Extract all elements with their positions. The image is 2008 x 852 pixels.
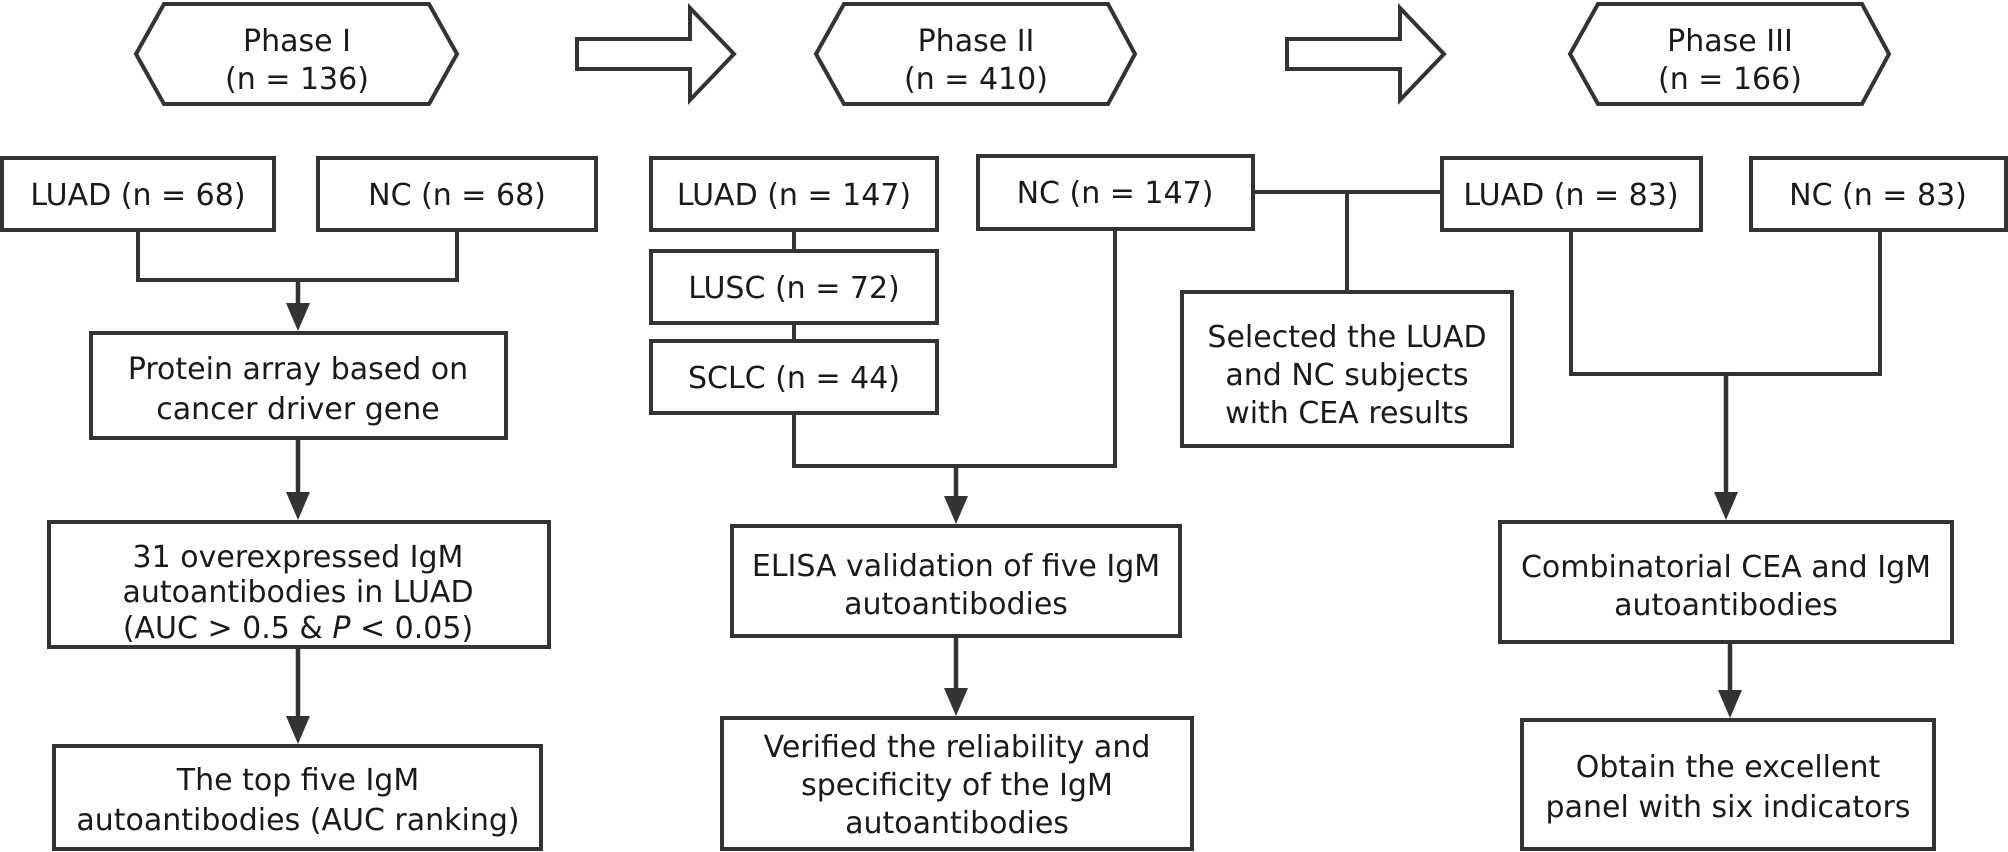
phase-2-luad-label: LUAD (n = 147) (677, 178, 911, 213)
phase-1-luad-label: LUAD (n = 68) (30, 178, 245, 213)
selected-line-2: and NC subjects (1225, 358, 1468, 393)
overexpressed-line-1: 31 overexpressed IgM (133, 540, 464, 575)
phase-1-header: Phase I (n = 136) (133, 2, 460, 106)
top-five-line-1: The top five IgM (176, 763, 419, 798)
phase-2-nc-label: NC (n = 147) (1017, 176, 1214, 211)
phase-1-nc-label: NC (n = 68) (368, 178, 546, 213)
sclc-box: SCLC (n = 44) (649, 339, 939, 415)
protein-array-line-2: cancer driver gene (156, 392, 439, 427)
protein-array-line-1: Protein array based on (128, 352, 468, 387)
overexpressed-line-3: (AUC > 0.5 & P < 0.05) (123, 611, 473, 646)
verified-line-3: autoantibodies (845, 806, 1069, 841)
arrow-elisa-to-verified (944, 636, 968, 716)
panel-box: Obtain the excellent panel with six indi… (1520, 718, 1936, 851)
phase-2-title: Phase II (918, 24, 1035, 59)
lusc-box: LUSC (n = 72) (649, 249, 939, 325)
combinatorial-line-2: autoantibodies (1614, 588, 1838, 623)
verified-line-1: Verified the reliability and (764, 730, 1151, 765)
elisa-line-1: ELISA validation of five IgM (752, 549, 1160, 584)
verified-box: Verified the reliability and specificity… (720, 716, 1194, 851)
phase-3-nc-box: NC (n = 83) (1749, 156, 2008, 232)
phase-3-count: (n = 166) (1658, 62, 1802, 97)
phase-3-merge-line (1569, 230, 1882, 376)
phase-2-nc-box: NC (n = 147) (976, 154, 1255, 231)
arrow-overexpressed-to-top (286, 647, 310, 744)
phase-transition-arrow-2 (1285, 3, 1447, 105)
arrow-array-to-overexpressed (286, 438, 310, 520)
overexpressed-line-2: autoantibodies in LUAD (122, 575, 473, 610)
selected-line-1: Selected the LUAD (1207, 320, 1486, 355)
phase-3-nc-label: NC (n = 83) (1789, 178, 1967, 213)
phase-2-count: (n = 410) (904, 62, 1048, 97)
selected-line-3: with CEA results (1225, 396, 1469, 431)
elisa-box: ELISA validation of five IgM autoantibod… (730, 524, 1182, 638)
phase-2-luad-box: LUAD (n = 147) (649, 156, 939, 232)
phase-3-header: Phase III (n = 166) (1567, 2, 1892, 106)
verified-line-2: specificity of the IgM (801, 768, 1113, 803)
panel-line-2: panel with six indicators (1546, 790, 1911, 825)
arrow-phase2-merge-to-elisa (944, 466, 968, 524)
phase-3-luad-label: LUAD (n = 83) (1463, 178, 1678, 213)
overexpressed-box: 31 overexpressed IgM autoantibodies in L… (47, 520, 551, 649)
selected-subjects-box: Selected the LUAD and NC subjects with C… (1180, 290, 1514, 448)
top-five-box: The top five IgM autoantibodies (AUC ran… (52, 744, 543, 851)
phase-1-merge-line (136, 230, 459, 282)
elisa-line-2: autoantibodies (844, 587, 1068, 622)
panel-line-1: Obtain the excellent (1576, 750, 1881, 785)
phase-3-luad-box: LUAD (n = 83) (1440, 156, 1703, 232)
top-five-line-2: autoantibodies (AUC ranking) (76, 803, 519, 838)
phase-3-title: Phase III (1667, 24, 1793, 59)
arrow-phase3-merge-to-combo (1714, 374, 1738, 520)
phase-2-header: Phase II (n = 410) (813, 2, 1138, 106)
phase-1-nc-box: NC (n = 68) (316, 156, 598, 232)
combinatorial-box: Combinatorial CEA and IgM autoantibodies (1498, 520, 1954, 644)
sclc-label: SCLC (n = 44) (688, 361, 900, 396)
lusc-label: LUSC (n = 72) (688, 271, 900, 306)
phase-transition-arrow-1 (575, 3, 737, 105)
phase-1-title: Phase I (243, 24, 351, 59)
protein-array-box: Protein array based on cancer driver gen… (89, 331, 508, 440)
arrow-combo-to-panel (1718, 642, 1742, 718)
combinatorial-line-1: Combinatorial CEA and IgM (1521, 550, 1931, 585)
phase-1-count: (n = 136) (225, 62, 369, 97)
phase-1-luad-box: LUAD (n = 68) (0, 156, 276, 232)
arrow-phase1-merge-to-array (286, 280, 310, 331)
